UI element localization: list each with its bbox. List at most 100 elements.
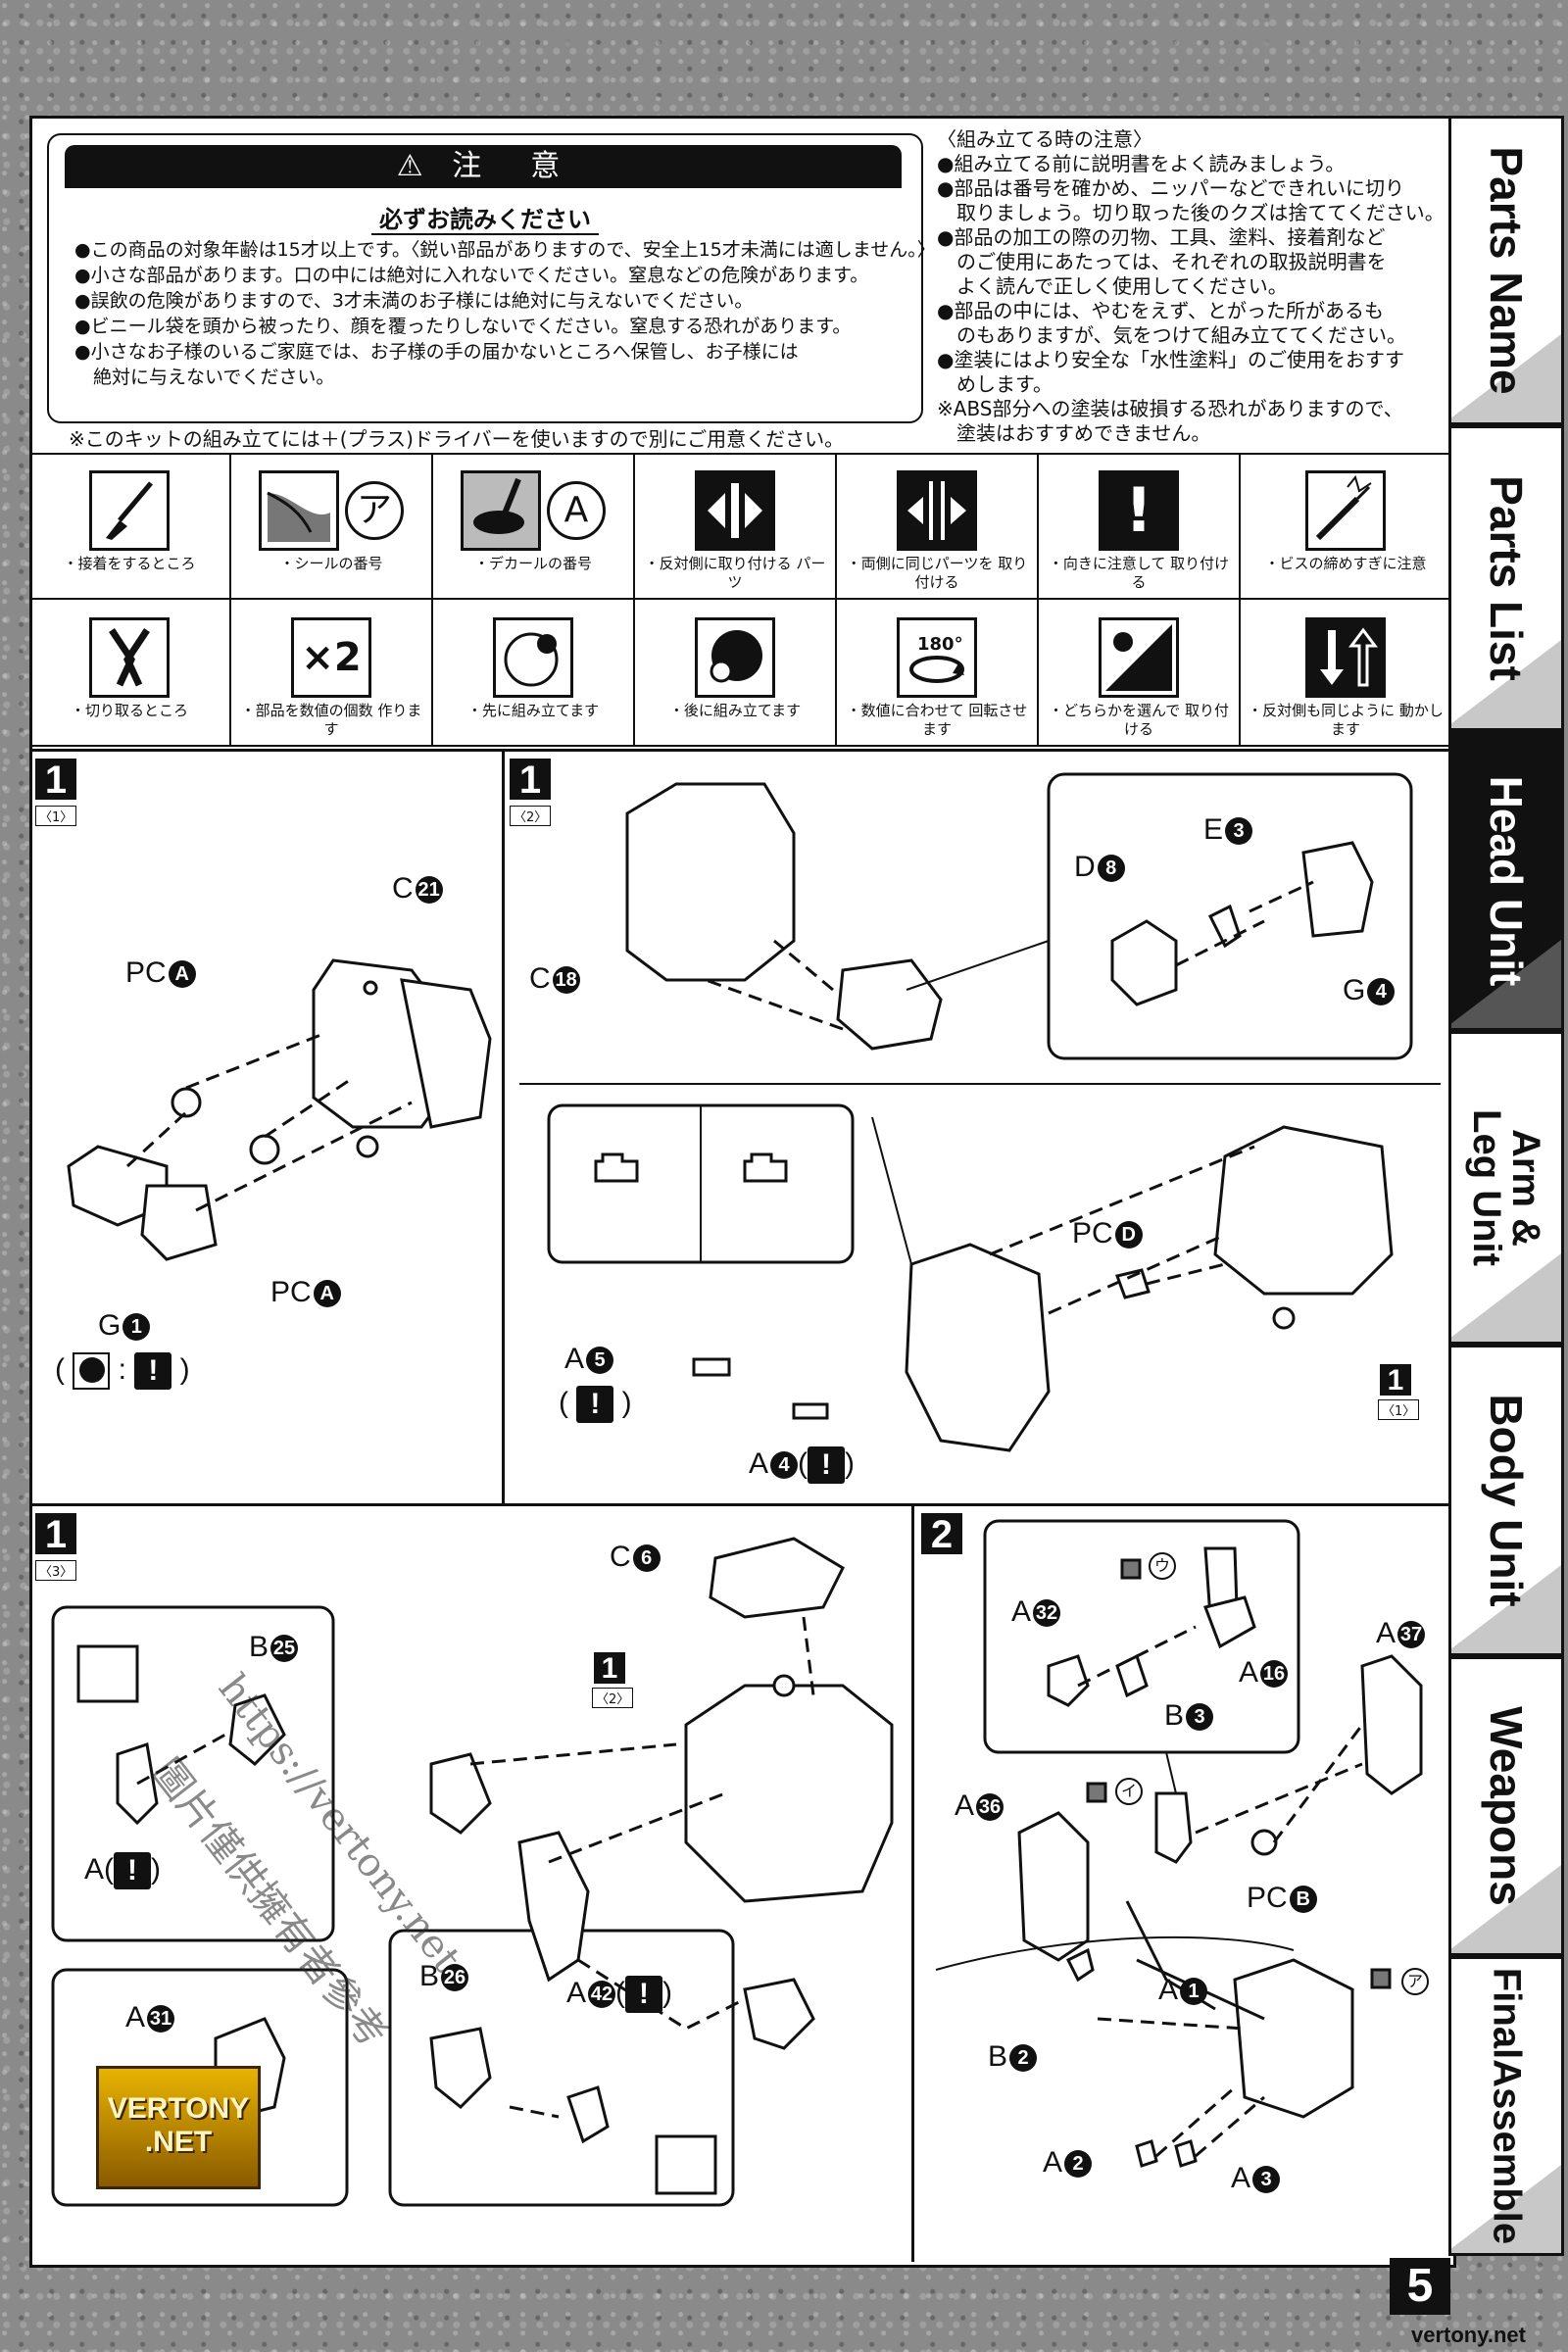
footer-url[interactable]: vertony.net	[1411, 2323, 1526, 2347]
step-number: 2	[921, 1513, 962, 1556]
step-reference-sub: 〈2〉	[592, 1688, 634, 1708]
tab-final-assemble[interactable]: FinalAssemble	[1448, 1956, 1564, 2256]
tab-weapons[interactable]: Weapons	[1448, 1656, 1564, 1956]
exclamation-icon: !	[114, 1852, 152, 1889]
step-number: 1	[510, 759, 551, 802]
sticker-mark: ウ	[1149, 1552, 1176, 1580]
assemble-later-icon	[73, 1352, 111, 1390]
caution-item: 絶対に与えないでください。	[74, 367, 335, 388]
assembly-note: よく読んで正しく使用してください。	[937, 274, 1288, 298]
sticker-mark: ア	[1401, 1968, 1429, 1995]
symbol-cut: ・切り取るところ	[29, 600, 231, 747]
assembly-note: ●部品の中には、やむをえず、とがった所があるも	[937, 299, 1385, 322]
assembly-notes: 〈組み立てる時の注意〉 ●組み立てる前に説明書をよく読みましょう。 ●部品は番号…	[937, 127, 1446, 446]
exclamation-icon: !	[576, 1386, 614, 1423]
tab-arm-leg-unit[interactable]: Arm &Leg Unit	[1448, 1031, 1564, 1345]
symbol-screw: ・ビスの締めすぎに注意	[1241, 453, 1450, 600]
caution-item: ●小さなお子様のいるご家庭では、お子様の手の届かないところへ保管し、お子様には	[74, 341, 799, 363]
assembly-note: ●部品の加工の際の刃物、工具、塗料、接着剤など	[937, 225, 1386, 249]
assembly-note: 取りましょう。切り取った後のクズは捨ててください。	[937, 201, 1445, 224]
vertony-logo: VERTONY .NET	[96, 2066, 261, 2189]
caution-header: ⚠ 注 意	[65, 145, 902, 188]
glue-brush-icon	[89, 470, 170, 551]
assemble-later-icon	[695, 617, 775, 698]
exclamation-icon: !	[1099, 470, 1179, 551]
caution-title: 注 意	[452, 149, 570, 183]
symbol-first: ・先に組み立てます	[433, 600, 635, 747]
caution-box: ⚠ 注 意 必ずお読みください ●この商品の対象年齢は15才以上です。〈鋭い部品…	[47, 133, 936, 423]
tab-body-unit[interactable]: Body Unit	[1448, 1345, 1564, 1656]
symbol-legend: ・接着をするところ ア ・シールの番号 A ・デカールの番号 ・反対側に取り付け…	[29, 453, 1450, 747]
sticker-icon	[259, 470, 339, 551]
screw-warning-icon	[1305, 470, 1386, 551]
orientation-note: ( ! )	[559, 1386, 632, 1423]
step-sub-number: 〈1〉	[35, 806, 77, 826]
choose-one-icon	[1099, 617, 1179, 698]
caution-item: ●誤飲の危険がありますので、3才未満のお子様には絶対に与えないでください。	[74, 290, 754, 312]
mirror-move-icon	[1305, 617, 1386, 698]
symbol-orientation: ! ・向きに注意して 取り付ける	[1039, 453, 1241, 600]
tab-parts-list[interactable]: Parts List	[1448, 425, 1564, 731]
exclamation-icon: !	[625, 1976, 663, 2013]
caution-item: ●ビニール袋を頭から被ったり、顔を覆ったりしないでください。窒息する恐れがありま…	[74, 316, 852, 337]
symbol-opposite: ・反対側に取り付ける パーツ	[635, 453, 837, 600]
both-sides-icon	[897, 470, 977, 551]
assembly-note: ●組み立てる前に説明書をよく読みましょう。	[937, 152, 1346, 175]
assembly-note: のご使用にあたっては、それぞれの取扱説明書を	[937, 250, 1387, 273]
step-reference: 1	[594, 1652, 625, 1685]
symbol-both-sides: ・両側に同じパーツを 取り付ける	[837, 453, 1039, 600]
step-sub-number: 〈3〉	[35, 1560, 77, 1581]
caution-subtitle: 必ずお読みください	[371, 206, 599, 235]
page-number: 5	[1390, 2258, 1450, 2315]
assembly-note: ※ABS部分への塗装は破損する恐れがありますので、	[937, 397, 1403, 420]
assembly-note: めします。	[937, 372, 1053, 396]
multiply-icon: ×2	[291, 617, 371, 698]
nipper-icon	[89, 617, 170, 698]
assembly-note: 塗装はおすすめできません。	[937, 421, 1211, 445]
assemble-later-note: ( : ! )	[55, 1352, 190, 1390]
caution-list: ●この商品の対象年齢は15才以上です。〈鋭い部品がありますので、安全上15才未満…	[74, 237, 936, 390]
opposite-side-icon	[695, 470, 775, 551]
step-sub-number: 〈2〉	[510, 806, 552, 826]
step-number: 1	[35, 759, 76, 802]
caution-item: ●小さな部品があります。口の中には絶対に入れないでください。窒息などの危険があり…	[74, 265, 869, 286]
rotate-icon: 180°	[897, 617, 977, 698]
exclamation-icon: !	[134, 1352, 172, 1390]
assembly-note: のもありますが、気をつけて組み立ててください。	[937, 323, 1406, 347]
step-reference: 1	[1380, 1364, 1411, 1396]
tab-head-unit[interactable]: Head Unit	[1448, 731, 1564, 1031]
driver-note: ※このキットの組み立てには＋(プラス)ドライバーを使いますので別にご用意ください…	[69, 427, 845, 451]
tab-parts-name[interactable]: Parts Name	[1448, 116, 1564, 425]
assemble-first-icon	[493, 617, 573, 698]
symbol-multiply: ×2 ・部品を数値の個数 作ります	[231, 600, 433, 747]
symbol-glue: ・接着をするところ	[29, 453, 231, 600]
symbol-mirror: ・反対側も同じように 動かします	[1241, 600, 1450, 747]
step-number: 1	[35, 1513, 76, 1556]
warning-triangle-icon: ⚠	[396, 149, 433, 183]
assembly-note: 〈組み立てる時の注意〉	[937, 127, 1152, 151]
